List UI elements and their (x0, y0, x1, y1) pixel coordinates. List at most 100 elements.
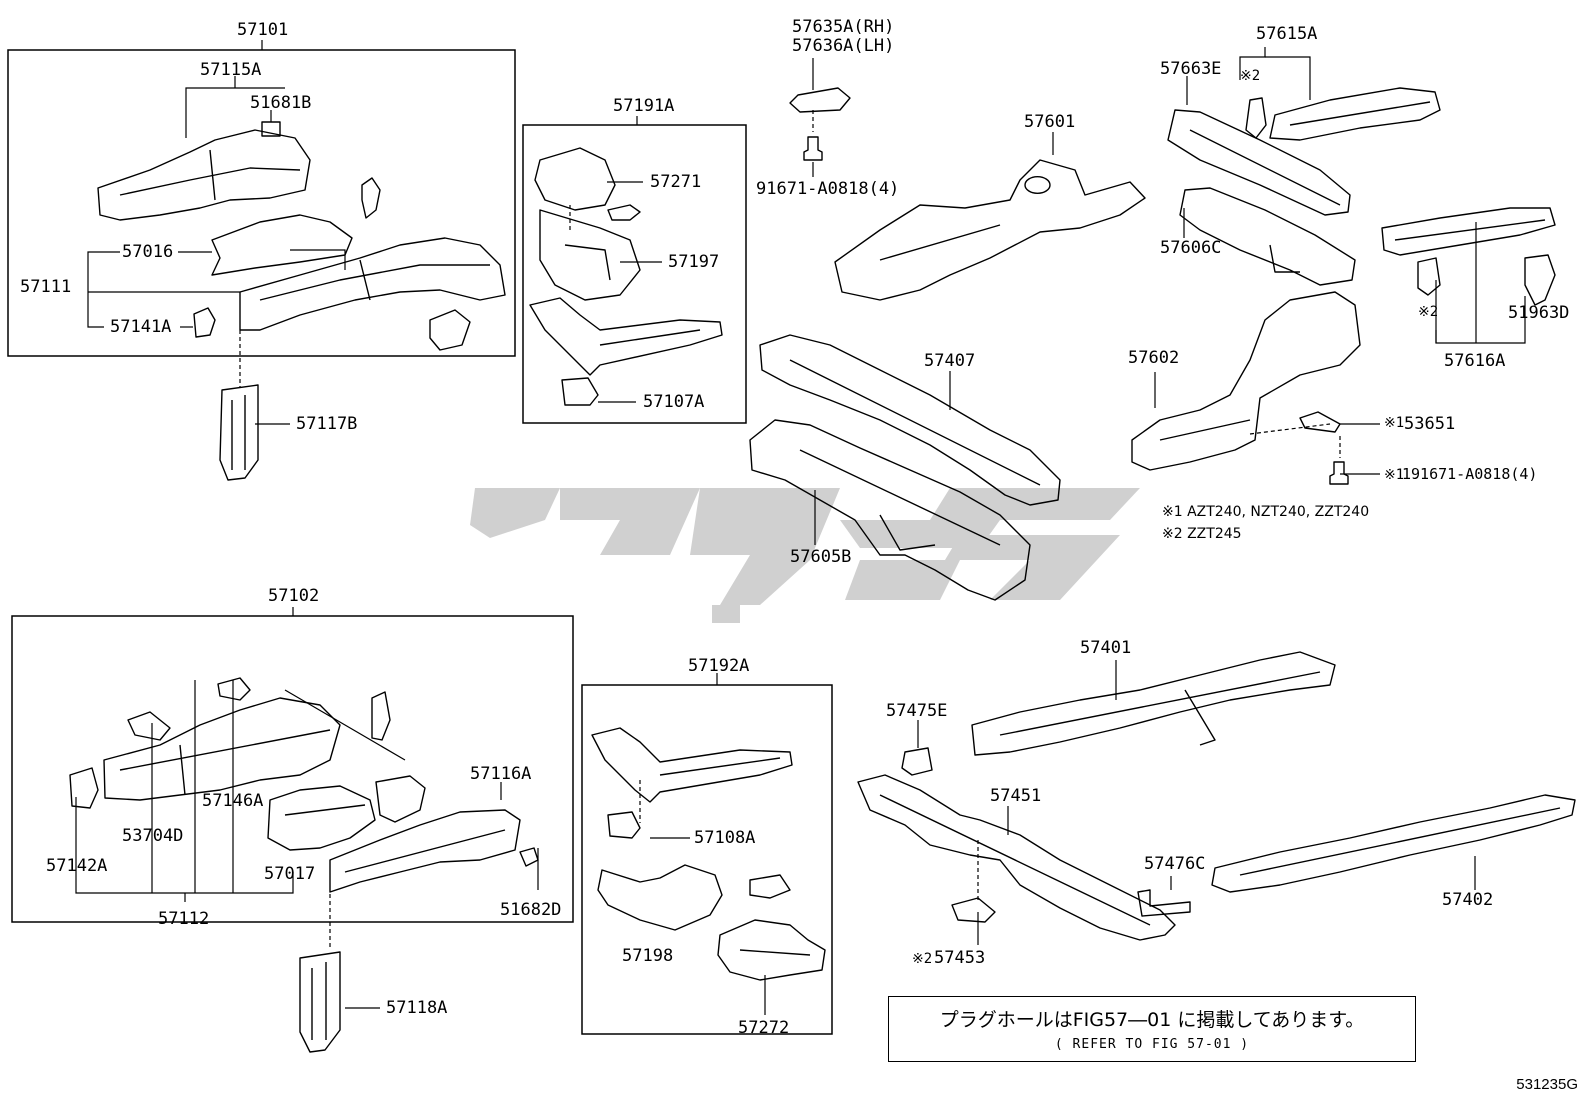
label-53704D: 53704D (122, 826, 184, 846)
label-57111: 57111 (20, 277, 72, 297)
label-57142A: 57142A (46, 856, 108, 876)
part-57271-b (607, 204, 641, 221)
part-57271-a (534, 147, 616, 211)
label-57402: 57402 (1442, 890, 1494, 910)
label-57451: 57451 (990, 786, 1042, 806)
part-57606C (1179, 187, 1356, 286)
part-51682D (519, 847, 539, 867)
part-57615A (1269, 87, 1441, 141)
label-57602: 57602 (1128, 348, 1180, 368)
part-53704D (127, 711, 171, 741)
figure-code: 531235G (1516, 1076, 1578, 1093)
label-57146A: 57146A (202, 791, 264, 811)
label-57101: 57101 (237, 20, 289, 40)
part-57111-bracket (429, 309, 471, 351)
label-51681B: 51681B (250, 93, 312, 113)
label-57605B: 57605B (790, 547, 852, 567)
watermark-logo (470, 488, 1140, 623)
reference-box: プラグホールはFIG57―01 に掲載してあります。 ( REFER TO FI… (888, 996, 1416, 1062)
label-57116A: 57116A (470, 764, 532, 784)
group-box-57191A (522, 124, 747, 424)
label-57112: 57112 (158, 909, 210, 929)
part-57451 (857, 774, 1176, 941)
reference-en: ( REFER TO FIG 57-01 ) (1054, 1037, 1250, 1052)
label-57606C: 57606C (1160, 238, 1222, 258)
label-51963D: 51963D (1508, 303, 1570, 323)
ref-mark-1-a: ※1 (1384, 415, 1405, 431)
label-91671-a: 91671-A0818(4) (756, 179, 900, 199)
label-57453: 57453 (934, 948, 986, 968)
part-57605B (749, 419, 1031, 601)
note-2: ※2 ZZT245 (1162, 526, 1242, 542)
label-57117B: 57117B (296, 414, 358, 434)
part-57108A (607, 811, 641, 839)
reference-jp: プラグホールはFIG57―01 に掲載してあります。 (939, 1009, 1365, 1031)
part-53651 (1299, 411, 1341, 433)
part-57107A (561, 377, 599, 406)
label-57102: 57102 (268, 586, 320, 606)
label-57118A: 57118A (386, 998, 448, 1018)
part-57118A (299, 951, 341, 1053)
part-57192A-rail (591, 727, 793, 803)
part-51963D (1524, 254, 1556, 306)
part-57401 (971, 651, 1336, 756)
part-57102-cap (375, 775, 426, 823)
label-53651: 53651 (1404, 414, 1456, 434)
part-57272 (717, 919, 826, 981)
leader-lines (75, 40, 1526, 1015)
label-57192A: 57192A (688, 656, 750, 676)
part-57663E (1167, 109, 1351, 216)
label-51682D: 51682D (500, 900, 562, 920)
part-57453 (951, 897, 996, 923)
label-57475E: 57475E (886, 701, 948, 721)
part-57116A (329, 809, 521, 893)
ref-mark-2-a: ※2 (1240, 68, 1261, 84)
label-57635A: 57635A(RH) (792, 17, 895, 37)
part-57117B (219, 384, 259, 481)
part-57016 (211, 214, 353, 276)
label-57616A: 57616A (1444, 351, 1506, 371)
label-57107A: 57107A (643, 392, 705, 412)
part-51681B (261, 121, 281, 137)
part-57016-bracket (361, 177, 381, 219)
part-57112 (103, 697, 341, 801)
note-1: ※1 AZT240, NZT240, ZZT240 (1162, 504, 1370, 520)
part-drawings (69, 87, 1576, 1053)
label-57017: 57017 (264, 864, 316, 884)
label-57197: 57197 (668, 252, 720, 272)
label-57272: 57272 (738, 1018, 790, 1038)
part-57141A (193, 307, 216, 338)
label-57636A: 57636A(LH) (792, 36, 895, 56)
part-57198 (597, 864, 791, 931)
part-57017 (267, 785, 376, 851)
label-57615A: 57615A (1256, 24, 1318, 44)
label-57016: 57016 (122, 242, 174, 262)
label-91671-b: 191671-A0818(4) (1402, 465, 1538, 483)
part-57111 (239, 237, 506, 331)
part-57197 (539, 209, 641, 301)
part-57191A-rail (529, 297, 723, 376)
label-57663E: 57663E (1160, 59, 1222, 79)
label-57141A: 57141A (110, 317, 172, 337)
part-57407 (759, 334, 1061, 506)
part-57475E (901, 747, 933, 776)
part-57615A-bracket (1245, 97, 1267, 139)
label-57601: 57601 (1024, 112, 1076, 132)
label-57198: 57198 (622, 946, 674, 966)
part-57102-bracket (371, 691, 391, 741)
label-57407: 57407 (924, 351, 976, 371)
part-57602 (1131, 291, 1361, 471)
part-57142A (69, 767, 99, 809)
part-91671-bolt-b (1329, 461, 1349, 485)
ref-mark-2-c: ※2 (912, 951, 933, 967)
part-57476C (1137, 889, 1191, 917)
ref-mark-2-b: ※2 (1418, 304, 1439, 320)
part-57601 (834, 159, 1146, 301)
label-57191A: 57191A (613, 96, 675, 116)
label-57401: 57401 (1080, 638, 1132, 658)
ref-mark-1-b: ※1 (1384, 467, 1405, 483)
label-57115A: 57115A (200, 60, 262, 80)
part-57402 (1211, 794, 1576, 893)
label-57108A: 57108A (694, 828, 756, 848)
